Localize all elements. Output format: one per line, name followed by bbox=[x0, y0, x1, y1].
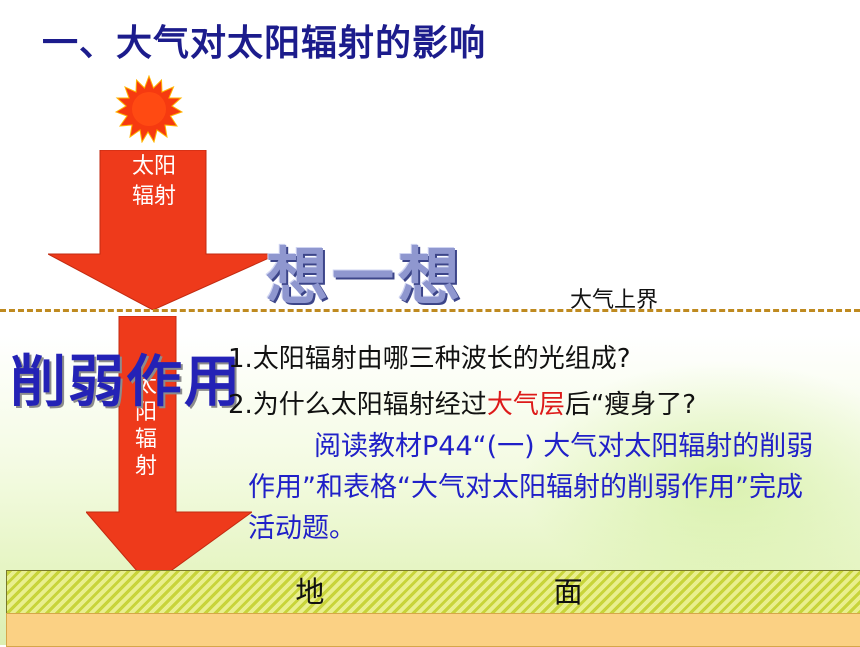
sun-icon bbox=[115, 75, 183, 143]
flower-decoration bbox=[520, 360, 860, 580]
question-1: 1.太阳辐射由哪三种波长的光组成? bbox=[228, 344, 631, 374]
ground-label: 地 面 bbox=[295, 575, 693, 609]
atmosphere-highlight: 大气层 bbox=[486, 390, 565, 420]
question-2-prefix: 2.为什么太阳辐射经过 bbox=[228, 390, 487, 420]
ground-band: 地 面 bbox=[6, 570, 860, 614]
down-arrow-icon bbox=[86, 316, 252, 586]
atmosphere-top-label: 大气上界 bbox=[570, 288, 659, 313]
weaken-heading: 削弱作用 bbox=[10, 350, 242, 415]
ground-base bbox=[6, 613, 860, 647]
reading-instruction: 阅读教材P44“(一) 大气对太阳辐射的削弱作用”和表格“大气对太阳辐射的削弱作… bbox=[248, 431, 814, 544]
down-arrow-icon bbox=[48, 150, 278, 310]
arrow-vertical-label: 太阳辐射 bbox=[134, 373, 157, 479]
arrow-top-label: 太阳 辐射 bbox=[132, 154, 177, 209]
question-2: 2.为什么太阳辐射经过大气层后“瘦身了? bbox=[228, 384, 696, 421]
slide-title: 一、大气对太阳辐射的影响 bbox=[42, 23, 487, 64]
think-heading: 想一想 bbox=[266, 240, 465, 313]
atmosphere-boundary-line bbox=[0, 309, 860, 312]
question-2-suffix: 后“瘦身了? bbox=[564, 390, 697, 420]
